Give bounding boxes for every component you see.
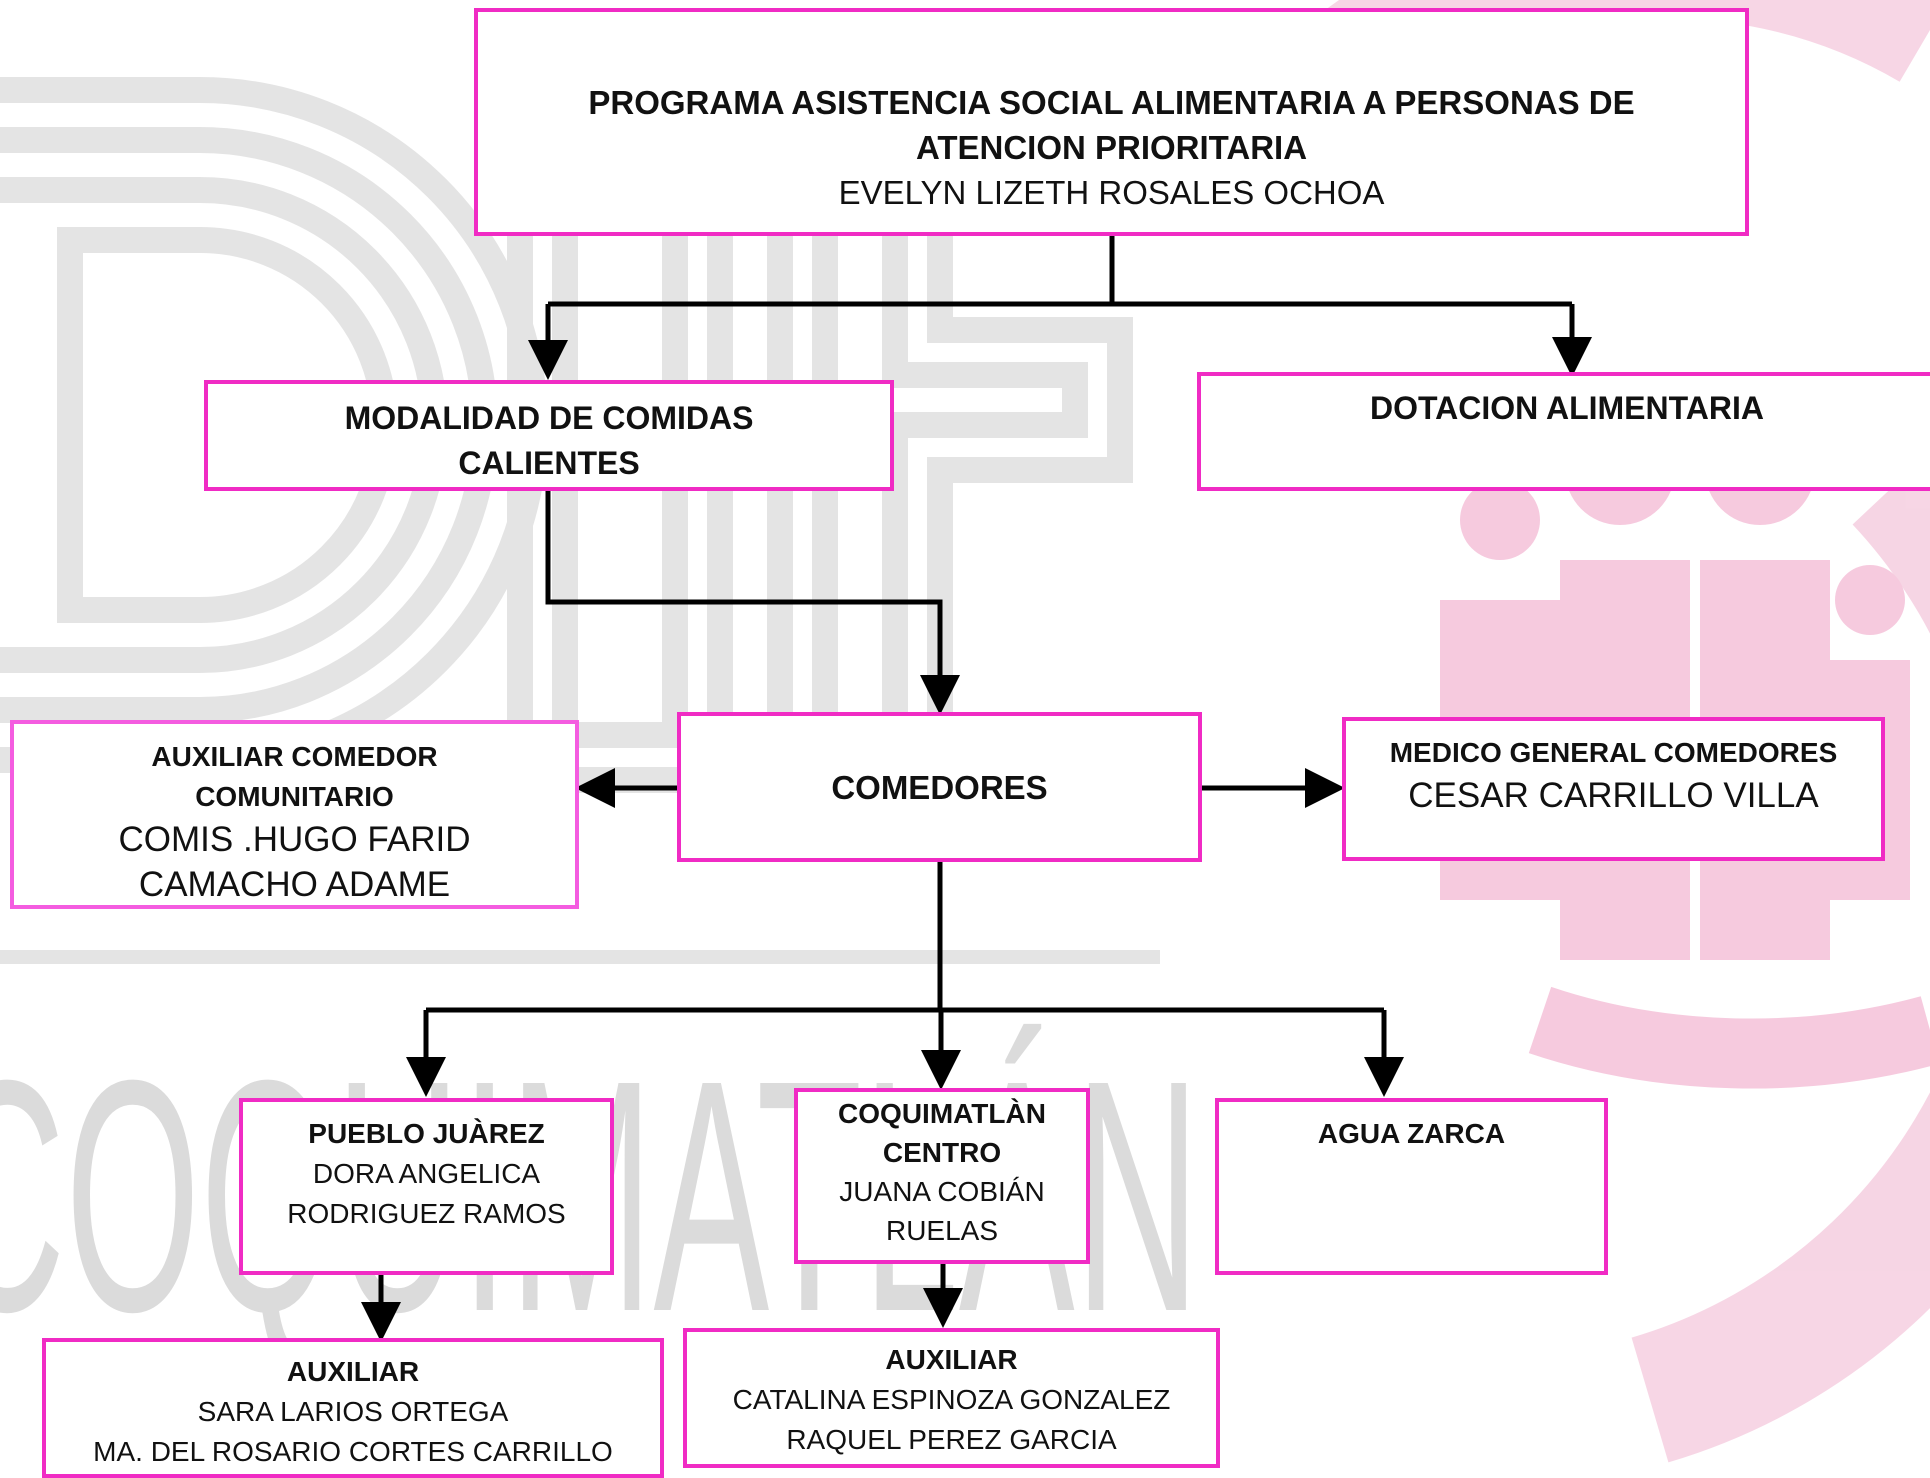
auxiliar-comedor-title-line1: AUXILIAR COMEDOR [151, 741, 438, 772]
auxiliar-comedor-person-line2: CAMACHO ADAME [138, 865, 451, 904]
family-figure-head [1460, 480, 1540, 560]
medico-title: MEDICO GENERAL COMEDORES [1389, 737, 1838, 768]
medico-general-box: MEDICO GENERAL COMEDORES CESAR CARRILLO … [1342, 717, 1885, 861]
comedores-box: COMEDORES [677, 712, 1202, 862]
medico-person: CESAR CARRILLO VILLA [1408, 776, 1819, 815]
auxiliar-cc-title: AUXILIAR [885, 1344, 1018, 1375]
comidas-calientes-box: MODALIDAD DE COMIDAS CALIENTES [204, 380, 894, 491]
auxiliar-pj-person-2: MA. DEL ROSARIO CORTES CARRILLO [93, 1436, 613, 1467]
auxiliar-coquimatlan-centro-box: AUXILIAR CATALINA ESPINOZA GONZALEZ RAQU… [683, 1328, 1220, 1468]
comidas-title-line1: MODALIDAD DE COMIDAS [344, 400, 754, 436]
auxiliar-comedor-person-line1: COMIS .HUGO FARID [118, 820, 471, 859]
dotacion-alimentaria-box: DOTACION ALIMENTARIA [1197, 372, 1930, 491]
auxiliar-cc-person-2: RAQUEL PEREZ GARCIA [786, 1424, 1117, 1455]
root-person: EVELYN LIZETH ROSALES OCHOA [838, 174, 1385, 211]
auxiliar-pj-title: AUXILIAR [286, 1356, 420, 1387]
coquimatlan-centro-title-line2: CENTRO [882, 1137, 1002, 1168]
coquimatlan-centro-person-line2: RUELAS [885, 1215, 999, 1246]
auxiliar-pueblo-juarez-box: AUXILIAR SARA LARIOS ORTEGA MA. DEL ROSA… [42, 1338, 664, 1478]
root-title-line1: PROGRAMA ASISTENCIA SOCIAL ALIMENTARIA A… [588, 84, 1635, 121]
arrow-to-comedores [545, 490, 960, 715]
pueblo-juarez-person-line1: DORA ANGELICA [312, 1158, 541, 1189]
dotacion-title: DOTACION ALIMENTARIA [1369, 390, 1765, 426]
coquimatlan-centro-box: COQUIMATLÀN CENTRO JUANA COBIÁN RUELAS [794, 1088, 1090, 1264]
coquimatlan-centro-person-line1: JUANA COBIÁN [839, 1176, 1045, 1207]
auxiliar-pj-person-1: SARA LARIOS ORTEGA [197, 1396, 509, 1427]
auxiliar-comedor-box: AUXILIAR COMEDOR COMUNITARIO COMIS .HUGO… [10, 720, 579, 909]
pueblo-juarez-title: PUEBLO JUÀREZ [308, 1118, 545, 1149]
coquimatlan-centro-title-line1: COQUIMATLÀN [838, 1098, 1046, 1129]
pueblo-juarez-person-line2: RODRIGUEZ RAMOS [287, 1198, 566, 1229]
root-program-box: PROGRAMA ASISTENCIA SOCIAL ALIMENTARIA A… [474, 8, 1749, 236]
agua-zarca-box: AGUA ZARCA [1215, 1098, 1608, 1275]
auxiliar-comedor-title-line2: COMUNITARIO [195, 781, 394, 812]
agua-zarca-title: AGUA ZARCA [1317, 1118, 1506, 1149]
comidas-title-line2: CALIENTES [458, 445, 640, 481]
auxiliar-cc-person-1: CATALINA ESPINOZA GONZALEZ [732, 1384, 1171, 1415]
root-title-line2: ATENCION PRIORITARIA [915, 129, 1308, 166]
family-figure-head [1835, 565, 1905, 635]
pueblo-juarez-box: PUEBLO JUÀREZ DORA ANGELICA RODRIGUEZ RA… [239, 1098, 614, 1275]
comedores-title: COMEDORES [831, 768, 1048, 806]
